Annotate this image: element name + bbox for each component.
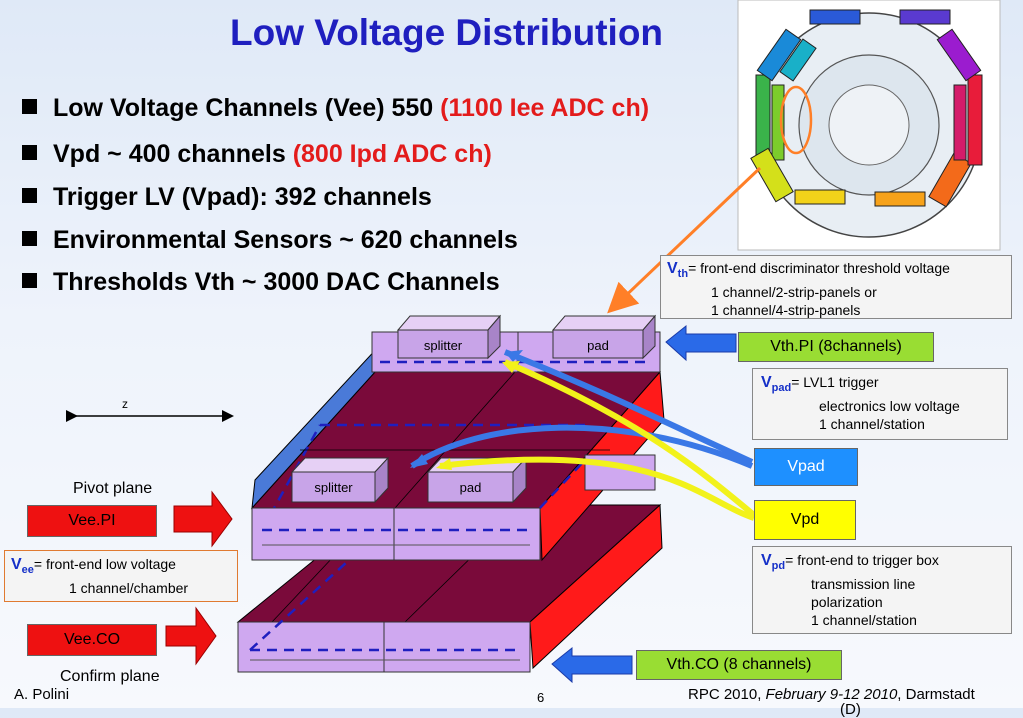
zoom-pointer-arrow	[607, 166, 762, 314]
vee-symbol: Vee	[11, 556, 34, 577]
footer-author: A. Polini	[14, 686, 70, 703]
vth-symbol: Vth	[667, 260, 689, 281]
vpad-symbol: Vpad	[761, 374, 792, 395]
vpd-cable-top	[503, 359, 756, 518]
z-axis-label: z	[122, 397, 128, 411]
vee-co-label: Vee.CO	[27, 624, 157, 656]
vee-callout: Vee= front-end low voltage 1 channel/cha…	[4, 550, 238, 602]
vee-pi-arrow	[173, 490, 233, 548]
pivot-plane-label: Pivot plane	[73, 480, 153, 497]
page-title: Low Voltage Distribution	[230, 12, 664, 53]
confirm-plane-label: Confirm plane	[60, 668, 160, 685]
vpd-callout: Vpd= front-end to trigger box transmissi…	[752, 546, 1012, 634]
vth-pi-arrow	[665, 324, 737, 362]
vpad-cable-bottom	[410, 424, 754, 469]
splitter-box-bottom	[290, 456, 390, 504]
pivot-plane-chamber	[250, 331, 665, 562]
footer-country: (D)	[840, 701, 861, 718]
bullet-marker	[22, 231, 37, 246]
bullet-marker	[22, 99, 37, 114]
vpad-cable-top	[503, 349, 754, 465]
vee-co-arrow	[165, 606, 217, 666]
vee-pi-label: Vee.PI	[27, 505, 157, 537]
vpad-label: Vpad	[754, 448, 858, 486]
vpad-callout: Vpad= LVL1 trigger electronics low volta…	[752, 368, 1008, 440]
pad-bottom-label: pad	[459, 480, 482, 495]
bullet-marker	[22, 273, 37, 288]
bullet-vpd: Vpd ~ 400 channels (800 Ipd ADC ch)	[22, 140, 492, 169]
vpd-symbol: Vpd	[761, 552, 786, 573]
vth-callout: Vth= front-end discriminator threshold v…	[660, 255, 1012, 319]
bullet-marker	[22, 145, 37, 160]
vth-pi-label: Vth.PI (8channels)	[738, 332, 934, 362]
vth-co-arrow	[551, 646, 633, 684]
footer-page-number: 6	[537, 690, 545, 705]
bullet-trigger-lv: Trigger LV (Vpad): 392 channels	[22, 183, 432, 212]
footer-conference: RPC 2010, February 9-12 2010, Darmstadt	[688, 686, 975, 703]
vpd-cable-bottom	[439, 456, 755, 521]
vpd-label: Vpd	[754, 500, 856, 540]
bullet-thresholds: Thresholds Vth ~ 3000 DAC Channels	[22, 268, 500, 297]
splitter-bottom-label: splitter	[314, 480, 353, 495]
detector-wheel-icon	[737, 0, 1001, 251]
pad-box-bottom	[426, 456, 528, 504]
splitter-top-label: splitter	[423, 338, 463, 353]
vth-co-label: Vth.CO (8 channels)	[636, 650, 842, 680]
bullet-marker	[22, 188, 37, 203]
pad-top-label: pad	[587, 338, 609, 353]
pad-box-top	[551, 314, 657, 360]
bullet-vee: Low Voltage Channels (Vee) 550 (1100 Iee…	[22, 94, 649, 123]
splitter-box-top	[396, 314, 502, 360]
bullet-env-sensors: Environmental Sensors ~ 620 channels	[22, 226, 518, 255]
